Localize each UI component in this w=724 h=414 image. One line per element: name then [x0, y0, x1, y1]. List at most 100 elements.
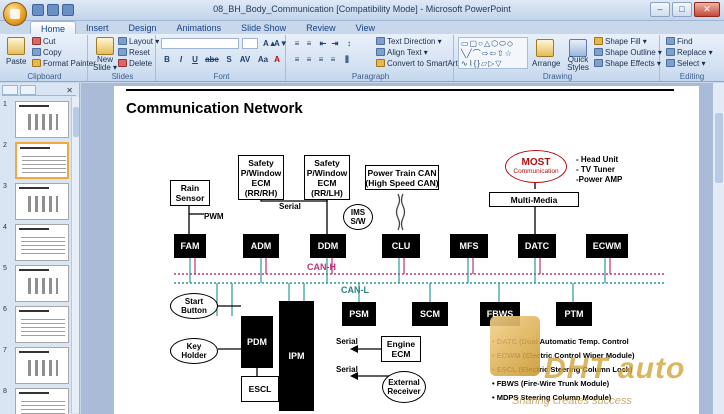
slide-thumbnail-row[interactable]: 4 [2, 224, 72, 262]
tab-review[interactable]: Review [306, 23, 336, 33]
decrease-indent-icon[interactable]: ⇤ [319, 39, 327, 48]
tab-slide-show[interactable]: Slide Show [241, 23, 287, 33]
layout-icon [118, 37, 127, 45]
slide-thumbnail[interactable] [15, 306, 69, 343]
slide-canvas[interactable]: Communication Network Rain Sensor PWM Sa… [114, 86, 699, 414]
bullets-icon[interactable]: ≡ [294, 39, 300, 48]
network-wiring [174, 179, 666, 387]
tab-design[interactable]: Design [128, 23, 157, 33]
tab-view[interactable]: View [355, 23, 375, 33]
numbering-icon[interactable]: ≡ [306, 39, 312, 48]
arrange-button[interactable]: Arrange [532, 59, 561, 68]
thumbnail-title-line [20, 147, 50, 149]
replace-button[interactable]: Replace ▾ [666, 48, 713, 58]
paste-button[interactable]: Paste [6, 57, 27, 66]
slide-thumbnail[interactable] [15, 265, 69, 302]
thumbnail-content [21, 398, 65, 414]
drawing-label: Drawing [542, 72, 573, 81]
font-color-button[interactable]: A [274, 55, 280, 64]
most-item-tv-tuner: - TV Tuner [576, 165, 615, 174]
increase-indent-icon[interactable]: ⇥ [331, 39, 339, 48]
text-direction-button[interactable]: Text Direction ▾ [376, 37, 442, 47]
format-painter-button[interactable]: Format Painter [32, 59, 96, 69]
paste-icon[interactable] [7, 37, 25, 55]
office-button[interactable] [3, 2, 27, 26]
tab-home[interactable]: Home [30, 21, 77, 35]
slide-scrollbar[interactable] [712, 83, 724, 414]
new-slide-icon[interactable] [96, 37, 114, 55]
align-left-icon[interactable]: ≡ [294, 55, 300, 64]
new-slide-button[interactable]: New Slide ▾ [92, 55, 118, 72]
shape-effects-button[interactable]: Shape Effects ▾ [594, 59, 661, 69]
undo-icon[interactable] [47, 4, 59, 16]
redo-icon[interactable] [62, 4, 74, 16]
shapes-gallery[interactable]: ▭▢○△⬡⬭◇╲╱⌒⇨⇦⇧☆∿⌇{}▱▷▽ [458, 37, 528, 69]
shadow-button[interactable]: S [226, 55, 232, 64]
delete-button[interactable]: Delete [118, 59, 152, 69]
slides-tab[interactable] [2, 85, 18, 95]
slide-thumbnail[interactable] [15, 142, 69, 179]
thumbnail-number: 1 [3, 101, 7, 108]
thumbnail-title-line [19, 310, 49, 312]
slide-thumbnail-row[interactable]: 8 [2, 388, 72, 414]
slide-thumbnail-row[interactable]: 3 [2, 183, 72, 221]
thumbnail-content [21, 316, 65, 338]
thumbnail-scrollbar[interactable] [71, 97, 79, 413]
shape-outline-button[interactable]: Shape Outline ▾ [594, 48, 662, 58]
tab-animations[interactable]: Animations [176, 23, 222, 33]
bold-button[interactable]: B [164, 55, 170, 64]
convert-smartart-button[interactable]: Convert to SmartArt ▾ [376, 59, 464, 69]
minimize-button[interactable]: – [650, 2, 670, 17]
slide-thumbnail[interactable] [15, 347, 69, 384]
slide-thumbnail[interactable] [15, 224, 69, 261]
slide-thumbnail-row[interactable]: 1 [2, 101, 72, 139]
line-spacing-icon[interactable]: ↕ [347, 39, 351, 48]
reset-button[interactable]: Reset [118, 48, 150, 58]
save-icon[interactable] [32, 4, 44, 16]
layout-button[interactable]: Layout ▾ [118, 37, 159, 47]
align-center-icon[interactable]: ≡ [306, 55, 312, 64]
quick-styles-icon[interactable] [569, 39, 587, 57]
key-holder-oval: Key Holder [170, 338, 218, 364]
slide-thumbnail-row[interactable]: 5 [2, 265, 72, 303]
thumbnail-content [24, 196, 58, 212]
align-text-button[interactable]: Align Text ▾ [376, 48, 428, 58]
shrink-font-button[interactable]: A▼ [274, 39, 288, 48]
select-button[interactable]: Select ▾ [666, 59, 705, 69]
font-name-combo[interactable] [161, 38, 239, 49]
close-panel-icon[interactable]: ✕ [66, 86, 73, 95]
thumbnail-title-line [19, 351, 49, 353]
slide-thumbnail-row[interactable]: 7 [2, 347, 72, 385]
shape-fill-button[interactable]: Shape Fill ▾ [594, 37, 647, 47]
most-item-head-unit: - Head Unit [576, 155, 619, 164]
grow-font-button[interactable]: A▲ [263, 39, 277, 48]
quick-styles-button[interactable]: Quick Styles [567, 55, 589, 72]
font-size-combo[interactable] [242, 38, 258, 49]
align-right-icon[interactable]: ≡ [318, 55, 324, 64]
slide-scroll-thumb[interactable] [715, 113, 723, 183]
italic-button[interactable]: I [179, 55, 183, 64]
scroll-thumb[interactable] [73, 107, 79, 137]
columns-icon[interactable]: ⫼ [345, 55, 349, 64]
quick-access-toolbar [32, 4, 74, 16]
maximize-button[interactable]: □ [672, 2, 692, 17]
arrange-icon[interactable] [536, 39, 554, 57]
underline-button[interactable]: U [192, 55, 198, 64]
outline-tab[interactable] [20, 85, 36, 95]
find-button[interactable]: Find [666, 37, 693, 47]
strikethrough-button[interactable]: abe [205, 55, 219, 64]
thumbnail-title-line [19, 392, 49, 394]
slide-thumbnail[interactable] [15, 101, 69, 138]
slide-thumbnail-row[interactable]: 6 [2, 306, 72, 344]
justify-icon[interactable]: ≡ [330, 55, 336, 64]
char-spacing-button[interactable]: AV [239, 55, 251, 64]
slide-thumbnail[interactable] [15, 388, 69, 414]
tab-insert[interactable]: Insert [86, 23, 109, 33]
slide-thumbnail-row[interactable]: 2 [2, 142, 72, 180]
close-button[interactable]: ✕ [694, 2, 720, 17]
change-case-button[interactable]: Aa [257, 55, 269, 64]
slide-thumbnail[interactable] [15, 183, 69, 220]
escl-box: ESCL [241, 376, 279, 402]
cut-button[interactable]: Cut [32, 37, 55, 47]
copy-button[interactable]: Copy [32, 48, 62, 58]
